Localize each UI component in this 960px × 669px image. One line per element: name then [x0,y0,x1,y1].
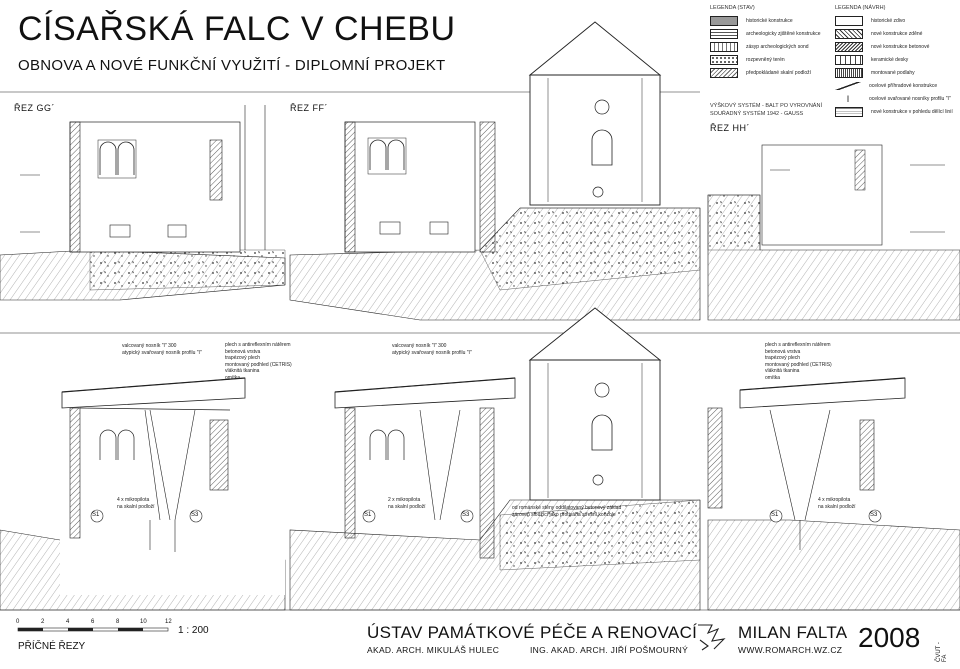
note-right-piles: 4 x mikropilota na skalní podloží [818,497,856,510]
note-left-beam: valcovaný nosník "I" 300 atypický svařov… [122,343,202,356]
section-ff-drawing [289,21,701,321]
section-gg-drawing [0,105,286,301]
swatch [835,67,863,78]
section-hh-drawing [707,144,960,321]
legend-stav-heading: LEGENDA (STAV) [710,5,755,11]
legend-stav-item: předpokládané skalní podloží [710,66,820,79]
scale-bar [17,627,169,632]
legend-stav-item: zásyp archeologických sond [710,40,820,53]
marker-s1: S1 [92,512,100,518]
faculty-label: ČVUT - FA [936,642,948,662]
legend-stav-item: rozpevněný terén [710,53,820,66]
supervisor-2: ING. AKAD. ARCH. JIŘÍ POŠMOURNÝ [530,645,689,655]
legend-stav-item: historické konstrukce [710,14,820,27]
project-year: 2008 [858,622,921,653]
swatch [710,67,738,78]
swatch [835,41,863,52]
legend-navrh-item: ocelové příhradové konstrukce [835,79,953,92]
legend-navrh-item: nové konstrukce zděné [835,27,953,40]
section-gg-proposal [0,377,286,611]
scale-tick: 8 [116,619,120,625]
swatch [710,54,738,65]
marker-s3: S3 [191,512,199,518]
note-right-roof: plech s antireflexním nátěrem betonová v… [765,342,832,381]
drawing-type-label: PŘÍČNÉ ŘEZY [18,641,86,652]
legend-navrh: historické zdivo nové konstrukce zděné n… [835,14,953,118]
marker-s1: S1 [364,512,372,518]
scale-tick: 4 [66,619,70,625]
swatch [835,81,861,90]
section-label-ff: ŘEZ FF´ [290,103,328,113]
legend-navrh-item: keramické desky [835,53,953,66]
legend-navrh-heading: LEGENDA (NÁVRH) [835,5,886,11]
section-hh-proposal [707,377,960,611]
swatch [835,28,863,39]
i-beam-icon: I [835,94,861,103]
scale-tick: 12 [165,619,172,625]
project-subtitle: OBNOVA A NOVÉ FUNKČNÍ VYUŽITÍ - DIPLOMNÍ… [18,57,446,74]
note-mid-wall: od románské stěny oddilatovaný betonový … [512,505,622,518]
height-system-line1: VÝŠKOVÝ SYSTÉM - BALT PO VYROVNÁNÍ [710,103,822,109]
legend-navrh-item: nové konstrukce v pohledu dělící linií [835,105,953,118]
scale-ratio: 1 : 200 [178,625,209,636]
legend-navrh-item: nové konstrukce betonové [835,40,953,53]
section-ff-proposal [289,307,701,611]
section-label-hh: ŘEZ HH´ [710,123,750,133]
supervisor-1: AKAD. ARCH. MIKULÁŠ HULEC [367,645,500,655]
scale-tick: 0 [16,619,20,625]
section-markers [90,509,882,523]
swatch [710,41,738,52]
section-label-gg: ŘEZ GG´ [14,103,55,113]
scale-tick: 2 [41,619,45,625]
author-logo [698,624,726,651]
scale-tick: 10 [140,619,147,625]
marker-s3: S3 [870,512,878,518]
legend-stav: historické konstrukce archeologicky zjiš… [710,14,820,79]
height-system-line2: SOUŘADNÝ SYSTÉM 1942 - GAUSS [710,111,804,117]
marker-s1: S1 [771,512,779,518]
author-name: MILAN FALTA [738,623,848,642]
swatch [835,54,863,65]
note-left-roof: plech s antireflexním nátěrem betonová v… [225,342,292,381]
legend-navrh-item: montované podlahy [835,66,953,79]
author-website: WWW.ROMARCH.WZ.CZ [738,645,843,655]
swatch [835,15,863,26]
note-left-piles: 4 x mikropilota na skalní podloží [117,497,155,510]
swatch [710,15,738,26]
note-mid-piles: 2 x mikropilota na skalní podloží [388,497,426,510]
legend-navrh-item: historické zdivo [835,14,953,27]
legend-stav-item: archeologicky zjištěné konstrukce [710,27,820,40]
swatch [835,106,863,117]
note-mid-beam: valcovaný nosník "I" 300 atypický svařov… [392,343,472,356]
swatch [710,28,738,39]
institute-name: ÚSTAV PAMÁTKOVÉ PÉČE A RENOVACÍ [367,623,698,642]
marker-s3: S3 [462,512,470,518]
scale-tick: 6 [91,619,95,625]
project-title: CÍSAŘSKÁ FALC V CHEBU [18,10,456,48]
